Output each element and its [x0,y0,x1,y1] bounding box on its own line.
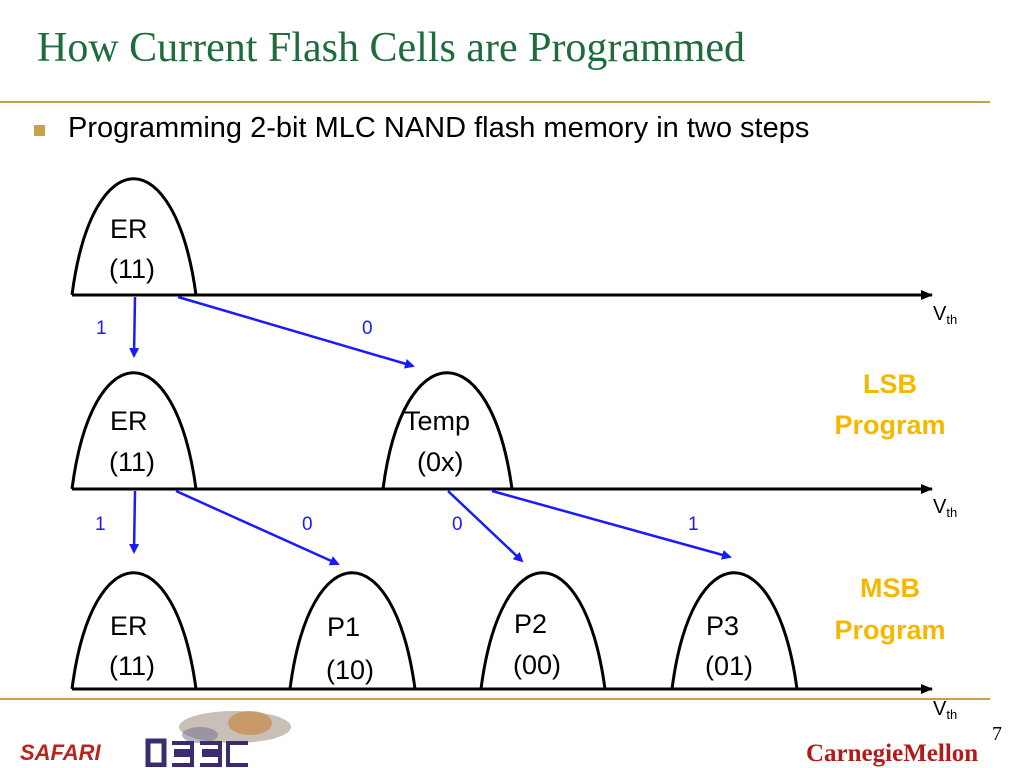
arrow-msb-temp-1 [491,489,732,560]
msb-program-label-line2: Program [834,615,945,645]
transition-bit-lsb-0: 0 [362,318,373,339]
state-bits-er-row2: (11) [109,447,155,477]
arrow-lsb-0 [177,295,415,369]
arrow-msb-er-0 [175,489,340,566]
state-label-er-row3: ER [110,611,148,641]
distribution-p1-row3 [288,571,417,690]
distribution-temp-row2 [381,371,514,490]
distribution-er-row3 [70,571,198,690]
state-label-er-row1: ER [110,214,148,244]
msb-program-label-line1: MSB [860,573,920,603]
transition-bit-msb-0b: 0 [452,514,463,535]
dssc-logo [140,705,300,767]
state-bits-er-row1: (11) [109,254,155,284]
bullet-marker [34,125,45,136]
safari-logo: SAFARI [20,740,101,765]
state-label-p1-row3: P1 [327,612,360,642]
state-bits-p2-row3: (00) [513,650,561,680]
distribution-er-row2 [70,371,198,490]
transition-bit-msb-0a: 0 [302,514,313,535]
arrow-msb-temp-0 [447,490,524,563]
state-bits-temp-row2: (0x) [417,447,464,477]
page-number: 7 [992,723,1002,745]
slide-title: How Current Flash Cells are Programmed [37,25,746,71]
state-bits-p3-row3: (01) [705,651,753,681]
carnegie-mellon-logo: CarnegieMellon [806,740,979,767]
footer-divider [0,698,990,700]
vth-label-row1: Vth [933,303,957,327]
state-label-p2-row3: P2 [514,609,547,639]
transition-bit-msb-1a: 1 [95,514,106,535]
state-label-er-row2: ER [110,406,148,436]
arrow-lsb-1 [129,296,140,358]
vth-label-row3: Vth [933,698,957,722]
distribution-p3-row3 [670,571,799,690]
lsb-program-label-line1: LSB [863,369,917,399]
title-divider [0,101,990,103]
distribution-p2-row3 [479,571,607,690]
state-label-temp-row2: Temp [404,406,470,436]
vth-label-row2: Vth [933,496,957,520]
arrow-msb-er-1 [129,490,140,554]
lsb-program-label-line2: Program [834,410,945,440]
transition-bit-msb-1b: 1 [688,514,699,535]
state-bits-p1-row3: (10) [326,655,374,685]
state-bits-er-row3: (11) [109,651,155,681]
distribution-er-row1 [70,177,198,296]
state-label-p3-row3: P3 [706,611,739,641]
transition-bit-lsb-1: 1 [96,318,107,339]
bullet-text: Programming 2-bit MLC NAND flash memory … [68,112,810,144]
